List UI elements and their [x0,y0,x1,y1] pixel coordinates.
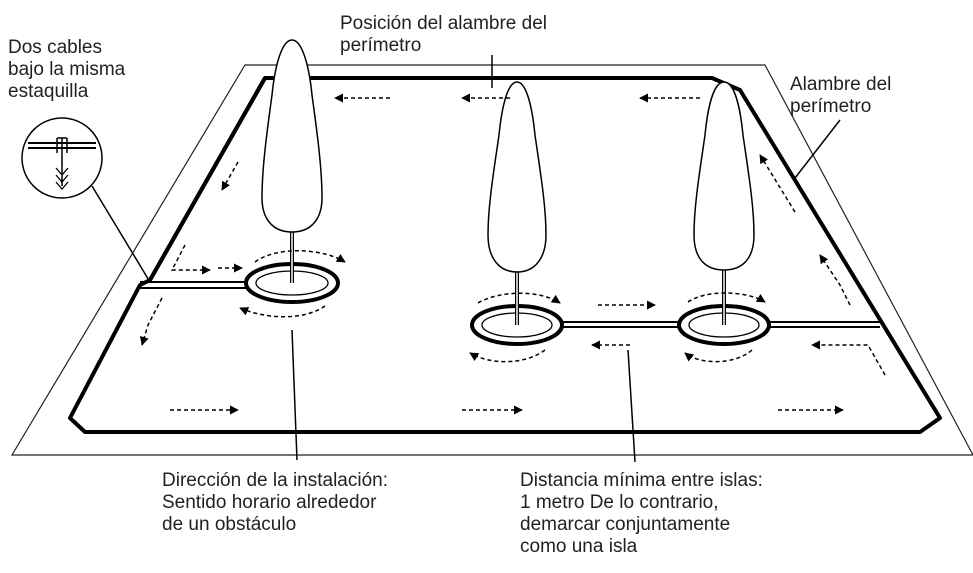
label-wire-position: Posición del alambre del perímetro [340,13,548,56]
label-perimeter-wire: Alambre del perímetro [790,74,892,117]
perimeter-wire-inner [148,77,267,281]
label-two-cables: Dos cables bajo la misma estaquilla [8,37,126,102]
direction-arrows [140,93,886,415]
double-wire-between-islands [562,321,880,328]
tree-1 [261,39,323,283]
label-min-distance: Distancia mínima entre islas: 1 metro De… [520,470,763,557]
stake-detail-callout [21,117,103,199]
leader-lines [91,55,841,463]
double-wire-to-island-1 [140,281,248,289]
tree-2 [487,81,547,325]
label-install-direction: Dirección de la instalación: Sentido hor… [162,470,389,535]
lawn-outline [10,64,973,456]
